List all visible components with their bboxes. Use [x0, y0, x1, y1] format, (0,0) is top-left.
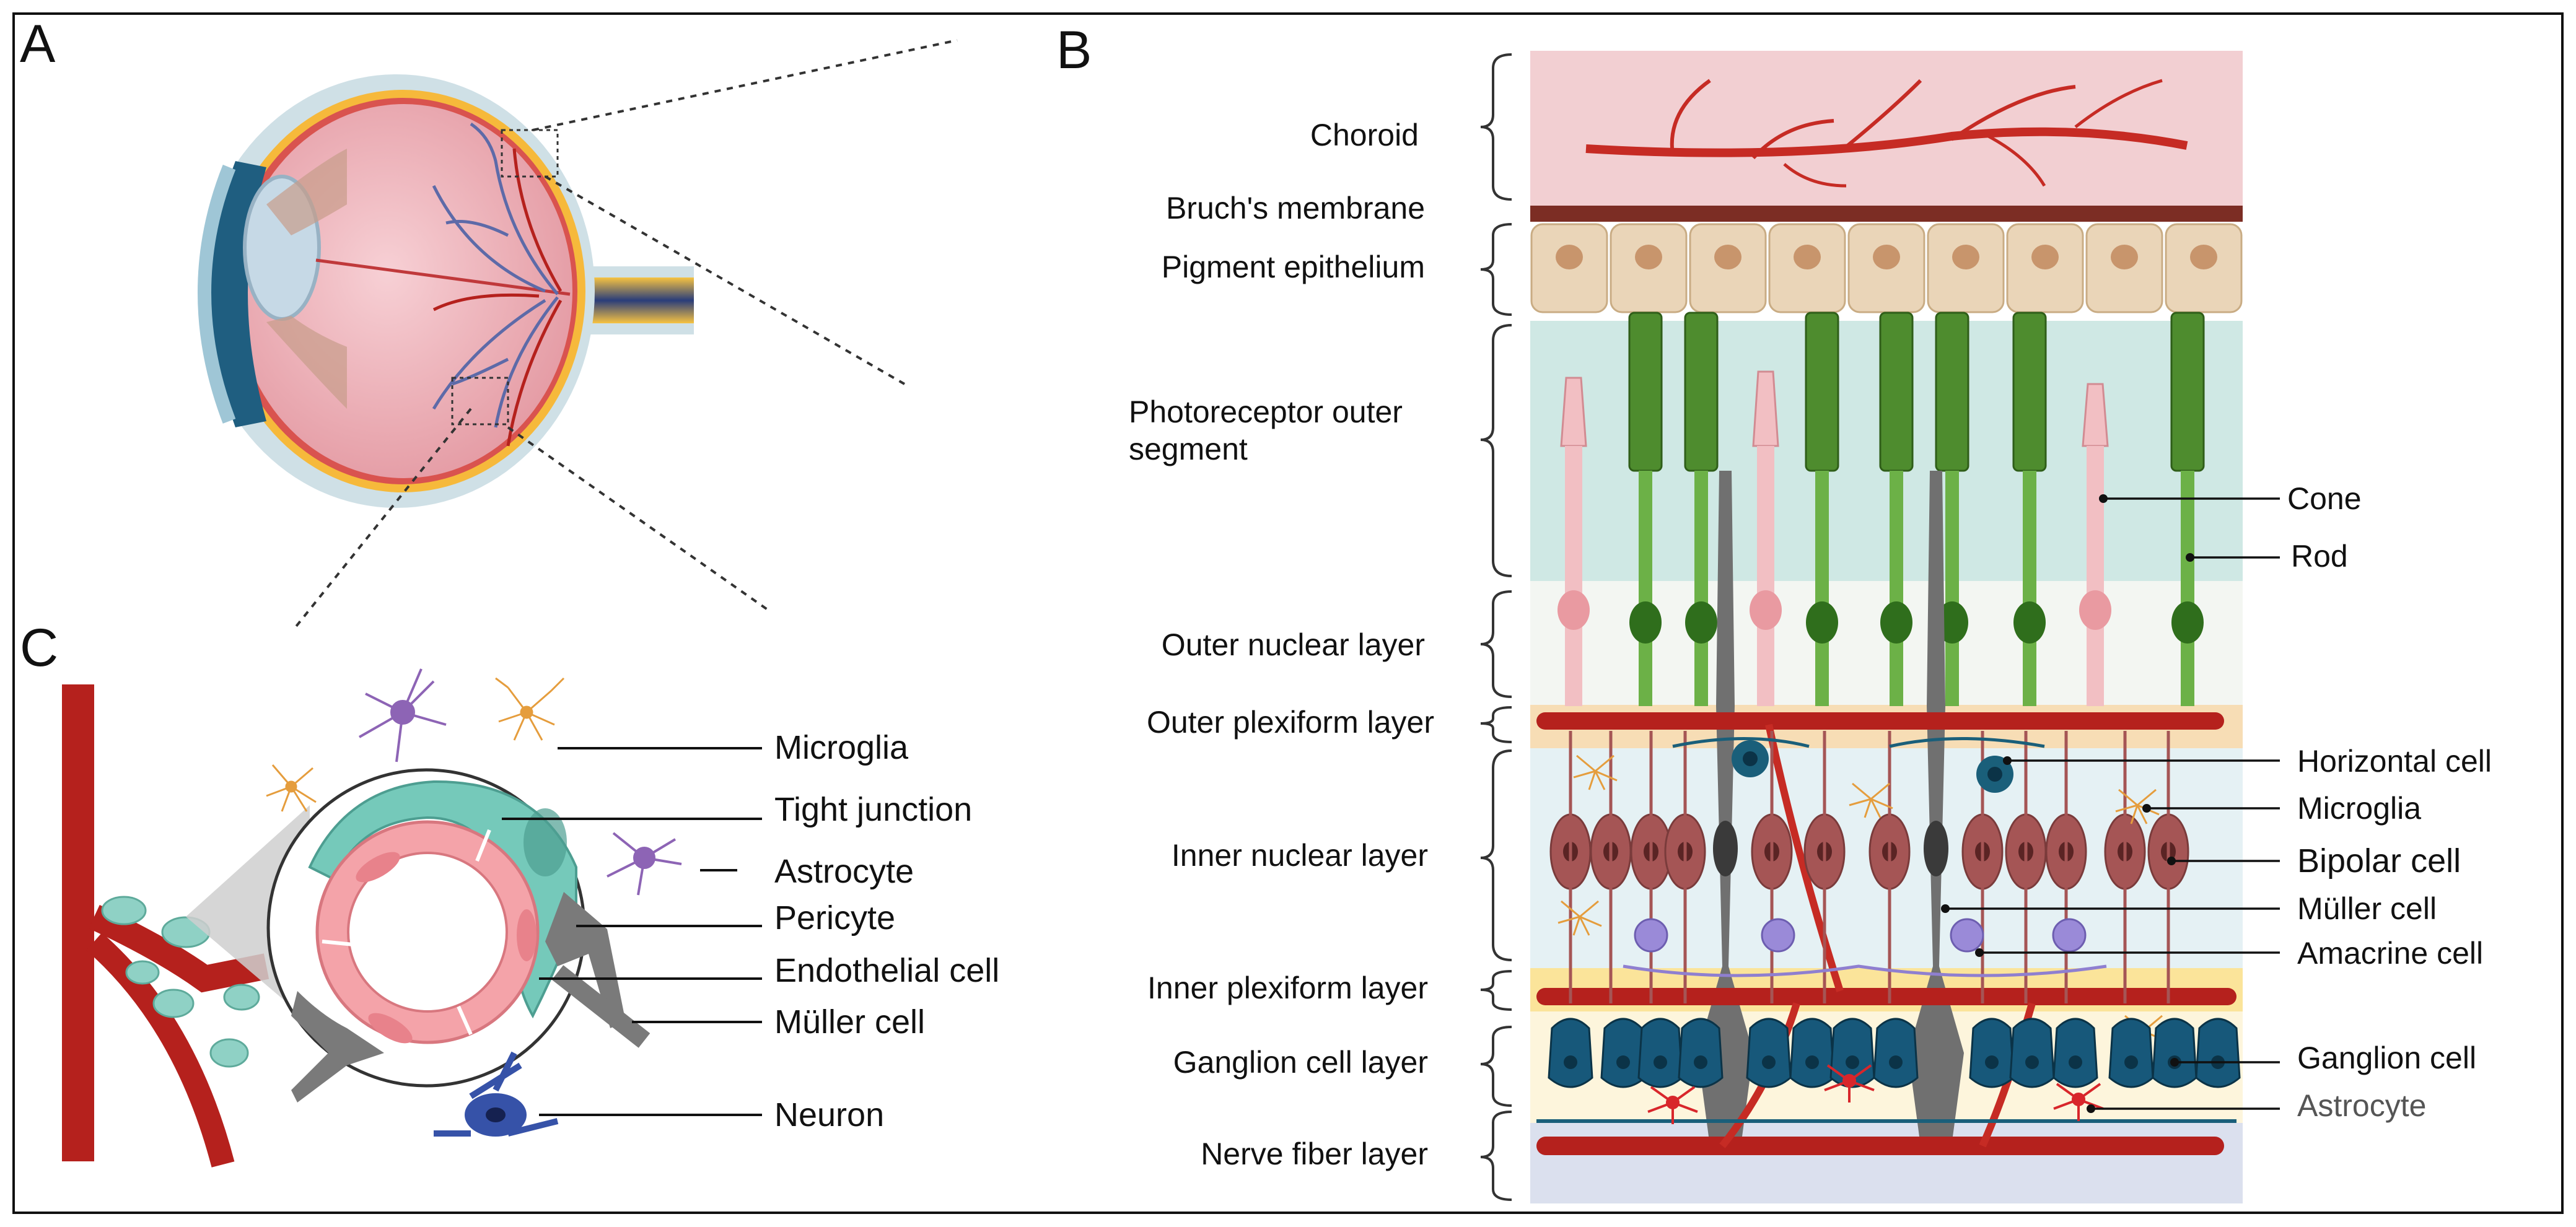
muller-endfoot-left	[291, 991, 384, 1103]
layer-brackets	[1480, 53, 1512, 1201]
label-amacrine-cell: Amacrine cell	[2297, 936, 2483, 971]
choroid-bg	[1530, 51, 2243, 206]
main-vessel	[62, 684, 94, 1161]
zoom-lines	[293, 39, 958, 630]
label-muller-cell-retina: Müller cell	[2297, 891, 2437, 926]
label-photoreceptor-outer-segment: Photoreceptor outer segment	[1129, 395, 1403, 466]
photoreceptors	[1557, 312, 2205, 1146]
muller-endfoot-right	[545, 892, 626, 1028]
label-inner-plexiform-layer: Inner plexiform layer	[1147, 971, 1428, 1005]
label-pericyte: Pericyte	[774, 899, 895, 937]
vessel-lumen	[347, 852, 508, 1013]
astrocyte-cell	[359, 668, 682, 896]
label-astrocyte-retina: Astrocyte	[2297, 1088, 2426, 1123]
label-ganglion-cell: Ganglion cell	[2297, 1041, 2476, 1075]
label-nerve-fiber-layer: Nerve fiber layer	[1201, 1137, 1428, 1171]
retinal-vessels	[432, 122, 559, 428]
label-horizontal-cell: Horizontal cell	[2297, 744, 2492, 779]
label-bruchs-membrane: Bruch's membrane	[1166, 191, 1425, 225]
label-microglia: Microglia	[774, 729, 909, 766]
panel-a-label: A	[20, 14, 56, 74]
branch-vessel-1	[89, 904, 269, 993]
label-microglia-retina: Microglia	[2297, 791, 2421, 826]
label-muller-cell: Müller cell	[774, 1003, 925, 1041]
bruchs-membrane	[1530, 206, 2243, 222]
cornea	[198, 164, 236, 424]
label-outer-nuclear-layer: Outer nuclear layer	[1162, 627, 1425, 662]
branch-vessel-2	[86, 932, 235, 1168]
panel-b-label: B	[1056, 20, 1092, 80]
vessel-cross-section	[62, 668, 682, 1168]
ciliary-body-bottom	[266, 316, 347, 409]
cell-leader-dots	[1941, 494, 2194, 1113]
retinal-arteries	[432, 148, 563, 447]
label-inner-nuclear-layer: Inner nuclear layer	[1172, 838, 1428, 873]
cell-labels: Cone Rod Horizontal cell Microglia Bipol…	[2287, 481, 2492, 1123]
visual-axis	[315, 258, 571, 296]
retina-astrocytes	[1647, 1064, 2104, 1124]
zoom-box-retina	[501, 129, 559, 178]
cell-leaders	[1945, 497, 2280, 1110]
horizontal-cells	[1672, 737, 2045, 793]
label-neuron: Neuron	[774, 1096, 884, 1133]
eye-illustration	[198, 74, 694, 508]
label-bipolar-cell: Bipolar cell	[2297, 842, 2461, 880]
layer-labels: Choroid Bruch's membrane Pigment epithel…	[1147, 118, 1434, 1171]
panel-c-leaders	[502, 747, 762, 1116]
ciliary-body-top	[266, 149, 347, 235]
label-endothelial-cell: Endothelial cell	[774, 952, 999, 989]
label-choroid: Choroid	[1310, 118, 1419, 152]
label-rod: Rod	[2291, 539, 2348, 574]
nfl-bg	[1530, 1123, 2243, 1203]
panel-c-label: C	[20, 618, 58, 678]
label-astrocyte: Astrocyte	[774, 853, 914, 890]
label-pigment-epithelium: Pigment epithelium	[1162, 250, 1425, 284]
inner-retina-vessels	[1536, 712, 2236, 1155]
bipolar-cells	[1549, 731, 2189, 1003]
amacrine-cells	[1623, 918, 2107, 977]
label-tight-junction: Tight junction	[774, 791, 972, 828]
panel-c-labels: Microglia Tight junction Astrocyte Peric…	[774, 729, 999, 1133]
label-photoreceptor-line1: Photoreceptor outer	[1129, 395, 1403, 429]
ganglion-cells	[1536, 1018, 2241, 1123]
rpe-cells	[1530, 223, 2243, 313]
zoom-box-vessel	[451, 377, 509, 426]
onl-bg	[1530, 581, 2243, 705]
label-outer-plexiform-layer: Outer plexiform layer	[1147, 705, 1434, 740]
microglia-cell	[266, 677, 565, 812]
muller-process	[551, 965, 651, 1048]
pericyte	[308, 780, 577, 1019]
label-photoreceptor-line2: segment	[1129, 432, 1248, 466]
label-cone: Cone	[2287, 481, 2362, 516]
label-ganglion-cell-layer: Ganglion cell layer	[1173, 1045, 1428, 1080]
retina-microglia	[1557, 754, 2166, 1042]
choroid-vessels	[1585, 79, 2188, 188]
